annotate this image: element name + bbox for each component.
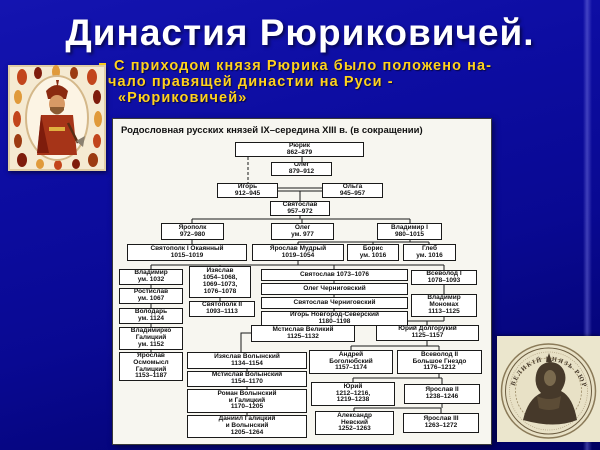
tree-node-mstislav-velikiy: Мстислав Великий 1125–1132: [251, 325, 355, 342]
tree-node-alexander-nevsky: Александр Невский 1252–1263: [315, 411, 394, 435]
tree-node-oleg2: Олег ум. 977: [271, 223, 334, 240]
tree-node-svyatoslav-chernigovsky: Святослав Черниговский: [261, 297, 408, 309]
tree-node-andrey-bogolyubsky: Андрей Боголюбский 1157–1174: [309, 350, 393, 374]
tree-node-vladimir1: Владимир I 980–1015: [377, 223, 442, 240]
tree-node-yaroslav-mudry: Ярослав Мудрый 1019–1054: [252, 244, 344, 261]
tree-node-olga: Ольга 945–957: [322, 183, 383, 198]
tree-node-svyatoslav2: Святослав 1073–1076: [261, 269, 408, 281]
coin-image: ВЕЛИКІЙ КНЯЗЬ РЮРИКЪ: [497, 336, 600, 442]
tree-node-oleg1: Олег 879–912: [271, 162, 332, 176]
tree-node-izyaslav: Изяслав 1054–1068, 1069–1073, 1076–1078: [189, 266, 251, 298]
tree-node-svyatoslav1: Святослав 957–972: [270, 201, 330, 216]
tree-node-izyaslav-volynsky: Изяслав Волынский 1134–1154: [187, 352, 307, 369]
coin-bust-silhouette: [523, 353, 577, 425]
tree-node-yaroslav-osmomysl: Ярослав Осмомысл Галицкий 1153–1187: [119, 352, 183, 381]
tree-node-boris: Борис ум. 1016: [347, 244, 399, 261]
tree-node-daniil-galitsky: Даниил Галицкий и Волынский 1205–1264: [187, 415, 307, 438]
prince-icon-image: [8, 65, 106, 171]
right-edge-highlight: [583, 0, 592, 450]
tree-node-vladimir-monomakh: Владимир Мономах 1113–1125: [411, 294, 477, 317]
tree-node-vladimir2: Владимир ум. 1032: [119, 269, 183, 285]
bullet-line-3: «Рюриковичей»: [118, 90, 248, 106]
tree-node-yuri-dolgorukiy: Юрий Долгорукий 1125–1157: [376, 325, 479, 341]
genealogy-panel: Родословная русских князей IX–середина X…: [112, 118, 492, 445]
tree-node-vsevolod2: Всеволод II Большое Гнездо 1176–1212: [397, 350, 482, 374]
tree-node-oleg-chernigovsky: Олег Черниговский: [261, 283, 408, 295]
bullet-line-2: чало правящей династии на Руси -: [108, 74, 394, 90]
tree-node-mstislav-volynsky: Мстислав Волынский 1154–1170: [187, 371, 307, 387]
tree-node-igor: Игорь 912–945: [217, 183, 278, 198]
bullet-line-1-row: С приходом князя Рюрика было положено на…: [97, 58, 542, 74]
icon-border-ornaments: [13, 65, 102, 170]
tree-node-igor-novgorod-seversky: Игорь Новгород-Северский 1180–1198: [261, 311, 408, 326]
tree-node-gleb: Глеб ум. 1016: [403, 244, 456, 261]
tree-node-svyatopolk1: Святополк I Окаянный 1015–1019: [127, 244, 247, 261]
bullet-text-block: С приходом князя Рюрика было положено на…: [97, 58, 542, 106]
tree-node-rurik: Рюрик 862–879: [235, 142, 364, 157]
tree-node-svyatopolk2: Святополк II 1093–1113: [189, 301, 255, 317]
tree-node-yaroslav2: Ярослав II 1238–1246: [404, 384, 480, 404]
tree-node-yuri2: Юрий 1212–1216, 1219–1238: [311, 382, 395, 406]
bullet-line-1: С приходом князя Рюрика было положено на…: [114, 58, 493, 74]
tree-node-vladimirko-galitsky: Владимирко Галицкий ум. 1152: [119, 327, 183, 350]
tree-header: Родословная русских князей IX–середина X…: [121, 125, 423, 136]
tree-node-rostislav: Ростислав ум. 1067: [119, 288, 183, 304]
slide-title: Династия Рюриковичей.: [65, 12, 535, 53]
tree-node-volodar: Володарь ум. 1124: [119, 308, 183, 324]
tree-node-yaropolk: Ярополк 972–980: [161, 223, 224, 240]
tree-node-yaroslav3: Ярослав III 1263–1272: [403, 413, 479, 433]
tree-node-roman-volynsky: Роман Волынский и Галицкий 1170–1205: [187, 389, 307, 413]
tree-node-vsevolod1: Всеволод I 1078–1093: [411, 270, 477, 285]
icon-prince-figure: [37, 80, 85, 155]
